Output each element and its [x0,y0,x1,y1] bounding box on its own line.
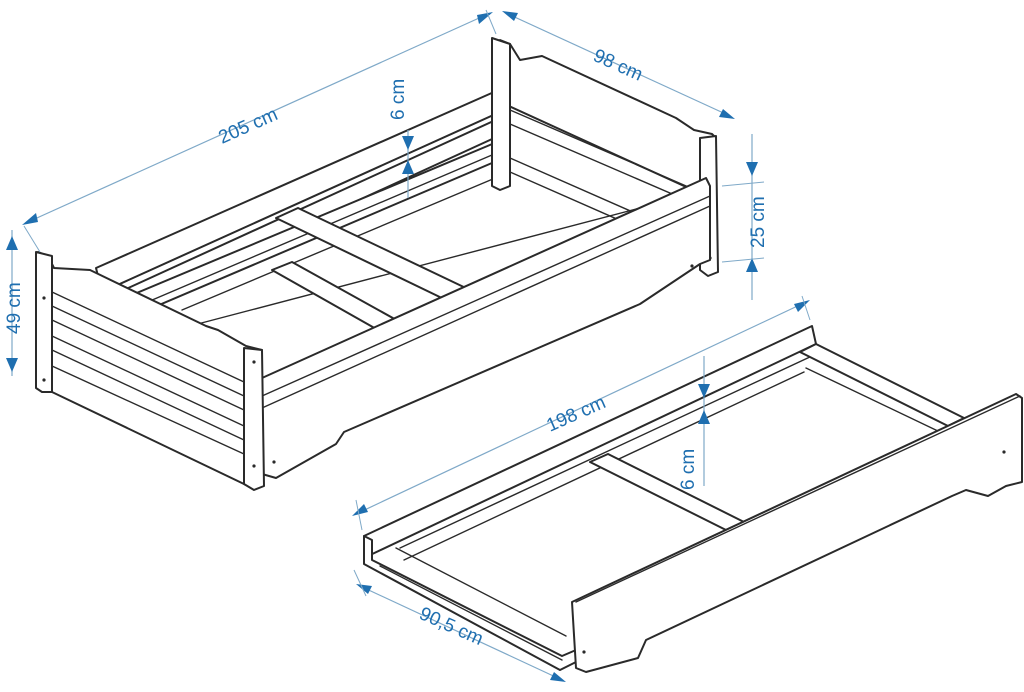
bed-center-slat-2 [271,261,401,331]
bed-side-height-label: 25 cm [748,196,769,248]
bed-slat-gap-label: 6 cm [388,79,409,120]
bed-headboard-height-label: 49 cm [4,282,25,334]
drawer-center-slat [589,453,745,531]
bed-headboard-post-left [35,251,53,393]
dimension-lines [6,9,811,682]
drawer-far-end [799,343,965,427]
bed-headboard-post-right [243,347,265,491]
bed-footboard-post-left [491,37,511,191]
bed-length-label: 205 cm [215,104,280,149]
bed-front-rail [261,177,711,479]
drawer-slat-gap-label: 6 cm [678,449,699,490]
drawer-front-panel [571,393,1023,673]
bed-back-rail [95,91,501,293]
bed-width-label: 98 cm [590,45,646,85]
trundle-drawer [363,325,1023,673]
bed-frame [35,37,719,491]
